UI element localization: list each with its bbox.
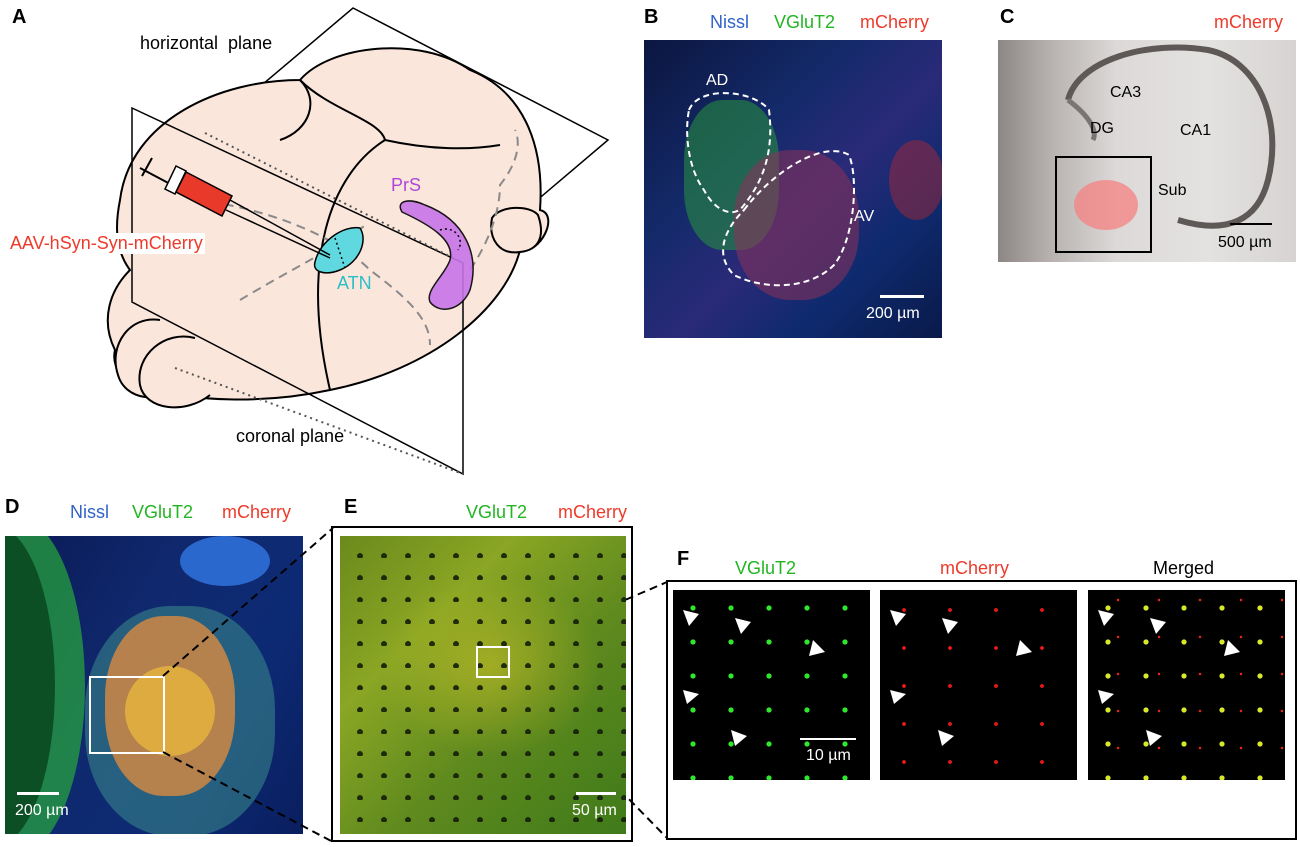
stain-label-vglut2-e: VGluT2 — [466, 502, 528, 522]
region-label-dg: DG — [1090, 120, 1114, 137]
panel-f-frame — [666, 580, 1297, 840]
micrograph-f-merged — [1088, 590, 1285, 780]
f-title-vglut2: VGluT2 — [735, 558, 797, 578]
scale-label-d: 200 µm — [15, 802, 69, 819]
panel-letter-c: C — [1000, 6, 1015, 28]
stain-label-mcherry-c: mCherry — [1214, 12, 1284, 32]
scale-label-f: 10 µm — [806, 747, 851, 764]
panel-letter-b: B — [644, 6, 659, 28]
horizontal-plane-label: horizontal plane — [140, 33, 273, 53]
micrograph-presubiculum-mid: 50 µm — [340, 536, 626, 834]
panel-letter-e: E — [344, 496, 358, 518]
scale-label-b: 200 µm — [866, 305, 920, 322]
f-title-merged: Merged — [1153, 558, 1215, 578]
region-label-ca3: CA3 — [1110, 84, 1142, 101]
scale-label-c: 500 µm — [1218, 234, 1272, 251]
brain-schematic — [106, 7, 610, 476]
scale-bar-f — [800, 738, 856, 740]
micrograph-f-vglut2 — [673, 590, 870, 780]
micrograph-presubiculum-low: 200 µm — [5, 536, 303, 834]
coronal-plane-label: coronal plane — [236, 426, 345, 446]
panel-letter-d: D — [5, 496, 20, 518]
scale-bar-d — [17, 792, 59, 795]
micrograph-hippocampus: CA3 DG CA1 Sub 500 µm — [998, 40, 1296, 262]
arrowheads — [683, 610, 1240, 746]
micrograph-f-mcherry — [880, 590, 1077, 780]
scale-bar-e — [576, 792, 616, 795]
panel-e-frame — [331, 526, 633, 842]
syringe-icon — [139, 157, 331, 259]
panel-letter-a: A — [12, 6, 27, 28]
scale-bar-b — [880, 295, 924, 298]
stain-label-vglut2-d: VGluT2 — [132, 502, 194, 522]
virus-label: AAV-hSyn-Syn-mCherry — [8, 233, 205, 254]
region-label-sub: Sub — [1158, 182, 1187, 199]
atn-label: ATN — [337, 273, 372, 293]
stain-label-mcherry: mCherry — [860, 12, 930, 32]
stain-label-vglut2: VGluT2 — [774, 12, 836, 32]
stain-label-nissl: Nissl — [710, 12, 749, 32]
stain-label-nissl-d: Nissl — [70, 502, 109, 522]
stain-label-mcherry-d: mCherry — [222, 502, 292, 522]
panel-letter-f: F — [677, 548, 690, 570]
micrograph-thalamus: AD AV 200 µm — [644, 40, 942, 338]
scale-bar-c — [1230, 223, 1272, 225]
stain-label-mcherry-e: mCherry — [558, 502, 628, 522]
f-title-mcherry: mCherry — [940, 558, 1010, 578]
region-label-ad: AD — [706, 72, 729, 89]
region-label-ca1: CA1 — [1180, 122, 1212, 139]
prs-label: PrS — [391, 175, 422, 195]
scale-label-e: 50 µm — [572, 802, 617, 819]
region-label-av: AV — [854, 208, 875, 225]
